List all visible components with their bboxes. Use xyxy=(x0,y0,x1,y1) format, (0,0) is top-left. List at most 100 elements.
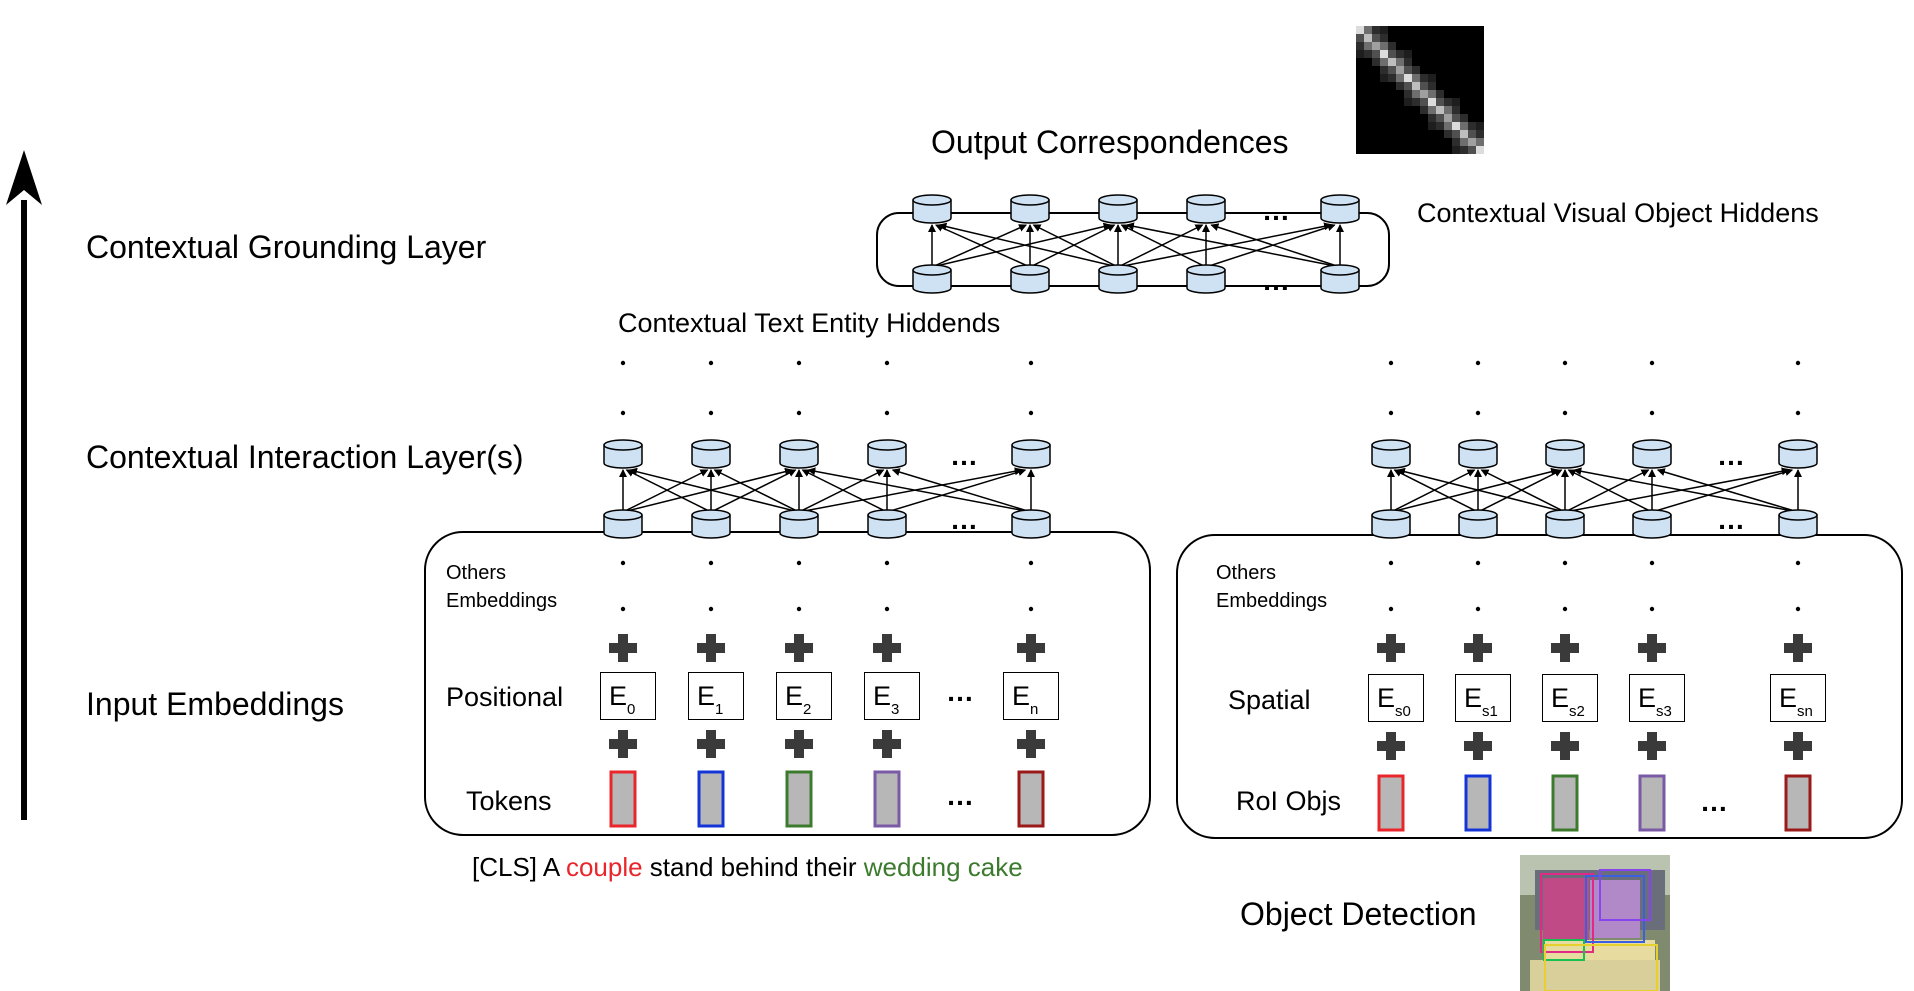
plus-sign xyxy=(609,730,637,758)
heatmap-cell xyxy=(1428,122,1436,130)
attention-arrow xyxy=(1480,469,1566,513)
node-top xyxy=(1320,264,1360,276)
node-body xyxy=(912,270,952,294)
node-body xyxy=(1186,200,1226,224)
node-body xyxy=(1778,445,1818,469)
interaction-layer-label: Contextual Interaction Layer(s) xyxy=(86,439,524,475)
heatmap-cell xyxy=(1452,138,1460,146)
heatmap-cell xyxy=(1460,146,1468,154)
visual-interaction-top-ellipsis: … xyxy=(1717,440,1746,471)
plus-sign xyxy=(785,730,813,758)
hidden-node xyxy=(1098,264,1138,294)
text-hiddens-label: Contextual Text Entity Hiddends xyxy=(618,308,1001,338)
plus-sign xyxy=(1784,732,1812,760)
node-top xyxy=(691,439,731,451)
continuation-dot xyxy=(1562,606,1568,612)
output-correspondences-label: Output Correspondences xyxy=(931,124,1289,160)
continuation-dot xyxy=(1028,606,1034,612)
roi-obj-rect xyxy=(1464,774,1492,832)
heatmap-cell xyxy=(1404,82,1412,90)
hidden-node xyxy=(1320,194,1360,224)
hidden-node xyxy=(1458,509,1498,539)
interaction-bottom-ellipsis: … xyxy=(950,504,979,535)
heatmap-cell xyxy=(1356,42,1364,50)
attention-arrow xyxy=(1567,469,1653,513)
attention-arrow xyxy=(891,468,1032,513)
heatmap-cell xyxy=(1404,74,1412,82)
node-body xyxy=(1186,270,1226,294)
node-top xyxy=(1778,509,1818,521)
continuation-dot xyxy=(620,606,626,612)
heatmap-cell xyxy=(1356,34,1364,42)
sentence-caption: [CLS] A couple stand behind their weddin… xyxy=(472,852,1023,882)
attention-arrow xyxy=(1125,222,1341,268)
continuation-dot xyxy=(1028,560,1034,566)
heatmap-cell xyxy=(1388,74,1396,82)
heatmap-cell xyxy=(1452,98,1460,106)
heatmap-cell xyxy=(1396,82,1404,90)
hidden-node xyxy=(1010,264,1050,294)
node-top xyxy=(691,509,731,521)
continuation-dot xyxy=(1475,606,1481,612)
heatmap-cell xyxy=(1396,58,1404,66)
continuation-dot xyxy=(1795,606,1801,612)
heatmap-cell xyxy=(1404,66,1412,74)
hidden-node xyxy=(1545,509,1585,539)
heatmap-cell xyxy=(1404,58,1412,66)
heatmap-cell xyxy=(1412,98,1420,106)
node-top xyxy=(867,439,907,451)
attention-arrow xyxy=(801,469,888,513)
hidden-node xyxy=(1778,439,1818,469)
continuation-dot xyxy=(1388,410,1394,416)
hidden-node xyxy=(867,509,907,539)
plus-sign xyxy=(697,634,725,662)
plus-sign xyxy=(1551,634,1579,662)
continuation-dot xyxy=(1475,360,1481,366)
attention-arrow xyxy=(1651,468,1794,513)
node-top xyxy=(912,264,952,276)
continuation-dot xyxy=(1795,410,1801,416)
node-body xyxy=(1010,200,1050,224)
continuation-dots xyxy=(620,360,1801,612)
continuation-dot xyxy=(1649,560,1655,566)
plus-sign xyxy=(1638,732,1666,760)
heatmap-cell xyxy=(1436,122,1444,130)
plus-sign xyxy=(1638,634,1666,662)
attention-arrow xyxy=(713,469,800,513)
heatmap-cell xyxy=(1412,82,1420,90)
node-body xyxy=(603,515,643,539)
attention-arrow xyxy=(1120,224,1207,268)
attention-arrow xyxy=(931,224,1027,268)
heatmap-cell xyxy=(1444,98,1452,106)
node-body xyxy=(1778,515,1818,539)
node-body xyxy=(1371,445,1411,469)
heatmap-cell xyxy=(1356,50,1364,58)
heatmap-cell xyxy=(1404,98,1412,106)
node-body xyxy=(1320,270,1360,294)
attention-arrow xyxy=(1029,224,1116,268)
token-rect xyxy=(1017,770,1045,828)
heatmap-cell xyxy=(1476,146,1484,154)
grounding-top-ellipsis: … xyxy=(1262,195,1291,226)
tokens-ellipsis: … xyxy=(946,780,975,811)
continuation-dot xyxy=(1649,606,1655,612)
caption-cake-word: wedding cake xyxy=(863,852,1023,882)
input-embeddings-label: Input Embeddings xyxy=(86,686,344,722)
attention-arrow xyxy=(1396,467,1566,513)
plus-sign xyxy=(1377,732,1405,760)
heatmap-cell xyxy=(1436,90,1444,98)
plus-sign xyxy=(1017,730,1045,758)
node-top xyxy=(1011,509,1051,521)
heatmap-cell xyxy=(1452,130,1460,138)
continuation-dot xyxy=(620,360,626,366)
roi-objs-label: RoI Objs xyxy=(1236,786,1342,816)
visual-others-embeddings-label: Others Embeddings xyxy=(1216,562,1328,612)
heatmap-cell xyxy=(1364,34,1372,42)
hidden-node xyxy=(1186,264,1226,294)
attention-arrow xyxy=(1573,467,1799,513)
heatmap-cell xyxy=(1452,122,1460,130)
plus-sign xyxy=(1551,732,1579,760)
